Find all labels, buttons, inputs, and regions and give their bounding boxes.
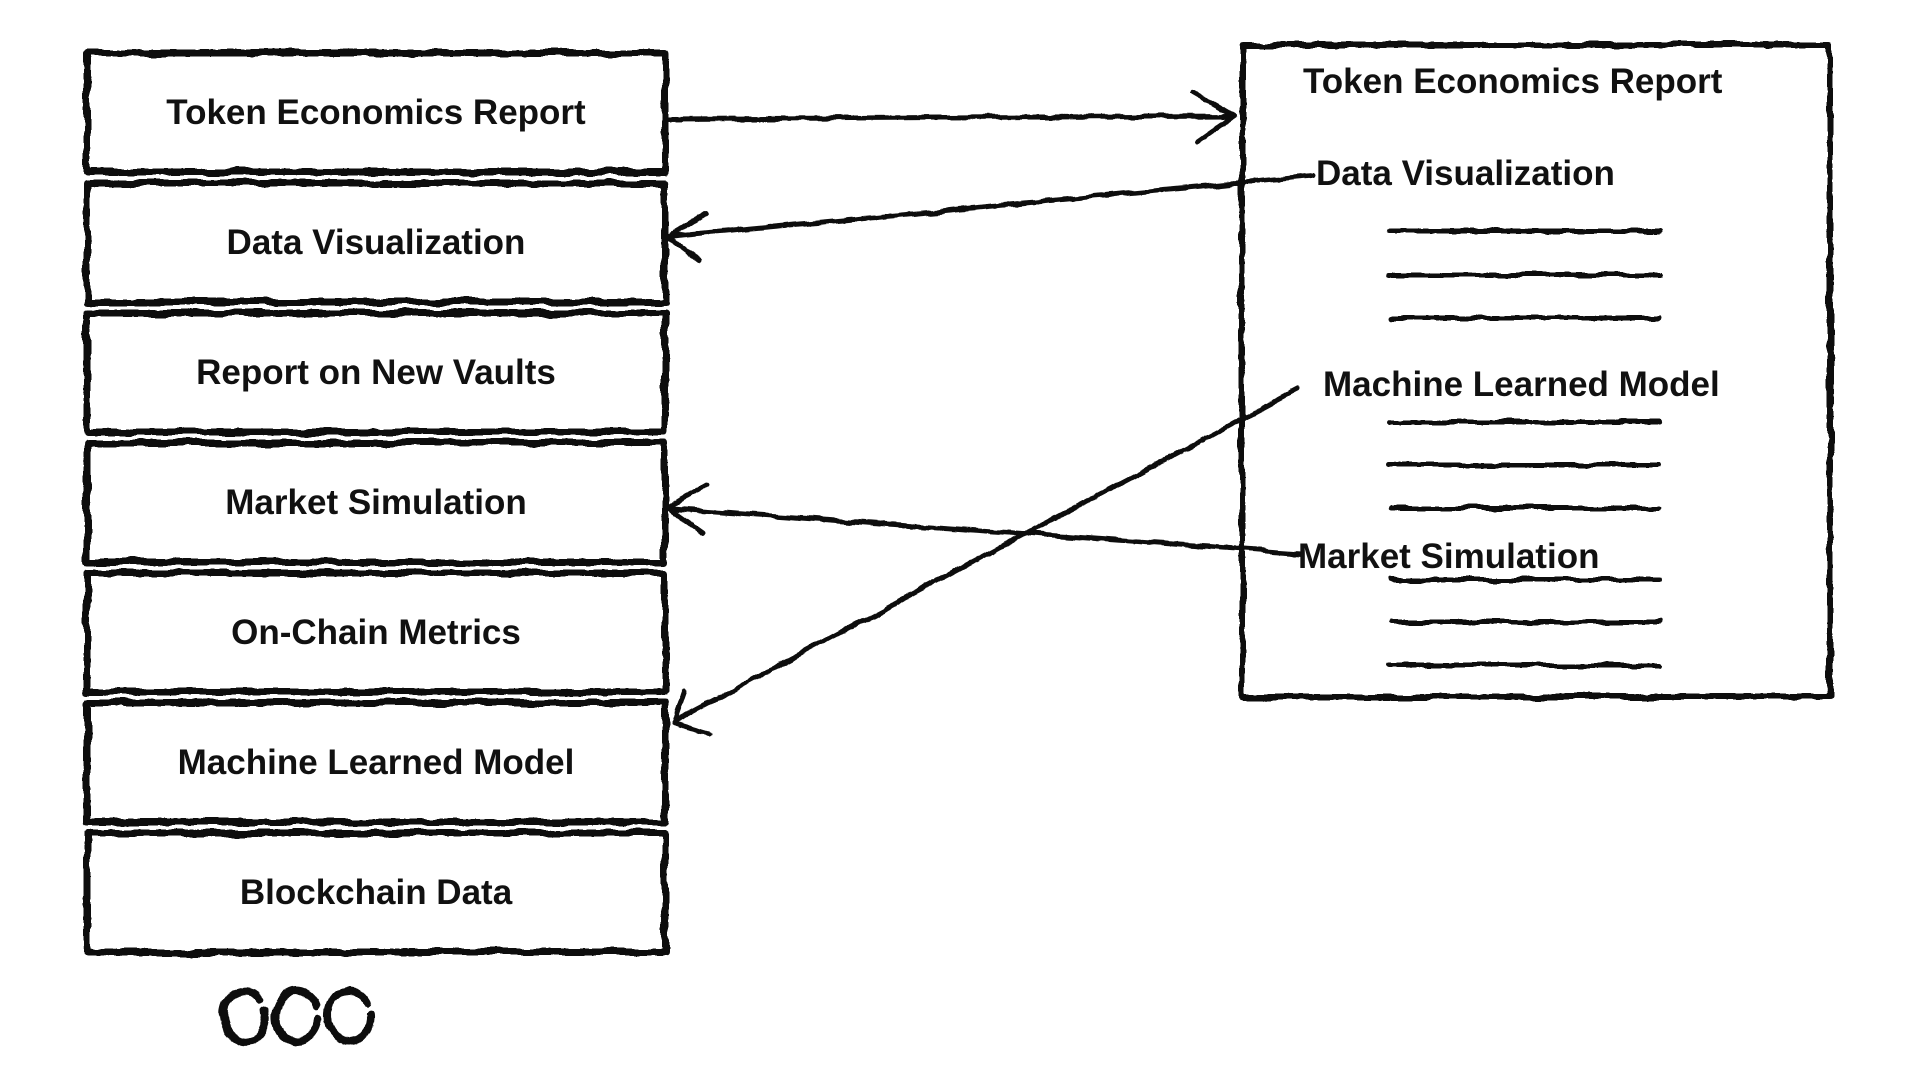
stack-box-data-visualization[interactable] <box>83 179 669 306</box>
arrow-machine-learned-model-to-stack[interactable] <box>670 386 1300 737</box>
stack-box-label: Data Visualization <box>226 222 526 262</box>
stack-box-label: Token Economics Report <box>166 92 586 132</box>
stack-box-token-economics-report[interactable] <box>83 49 669 176</box>
stack-box-label: On-Chain Metrics <box>231 612 521 652</box>
stack-box-label: Market Simulation <box>225 482 527 522</box>
arrow-data-visualization-to-stack[interactable] <box>665 173 1316 265</box>
arrowhead-left-icon <box>665 483 710 536</box>
stack-box-label: Report on New Vaults <box>196 352 556 392</box>
stack-box-on-chain-metrics[interactable] <box>83 569 669 696</box>
document-section-heading: Machine Learned Model <box>1323 365 1720 404</box>
document-title: Token Economics Report <box>1303 62 1723 101</box>
document-section-heading: Data Visualization <box>1316 154 1615 193</box>
ellipsis-circle[interactable] <box>323 987 375 1045</box>
stack-box-blockchain-data[interactable] <box>83 829 669 956</box>
arrowhead-right-icon <box>1191 90 1237 145</box>
document-section-heading: Market Simulation <box>1298 537 1600 576</box>
ellipsis-circle[interactable] <box>271 987 323 1045</box>
arrowhead-left-icon <box>670 688 713 737</box>
stack-box-market-simulation[interactable] <box>83 439 669 566</box>
ellipsis-circle[interactable] <box>219 987 271 1045</box>
arrow-token-economics-report-to-document[interactable] <box>662 90 1237 145</box>
document-panel[interactable] <box>1239 42 1833 700</box>
stack-box-label: Blockchain Data <box>239 872 513 912</box>
arrowhead-left-icon <box>665 209 709 265</box>
stack-box-label: Machine Learned Model <box>177 742 575 782</box>
stack-box-machine-learned-model[interactable] <box>83 699 669 826</box>
stack-box-report-on-new-vaults[interactable] <box>83 309 669 436</box>
arrow-market-simulation-to-stack[interactable] <box>665 483 1305 556</box>
